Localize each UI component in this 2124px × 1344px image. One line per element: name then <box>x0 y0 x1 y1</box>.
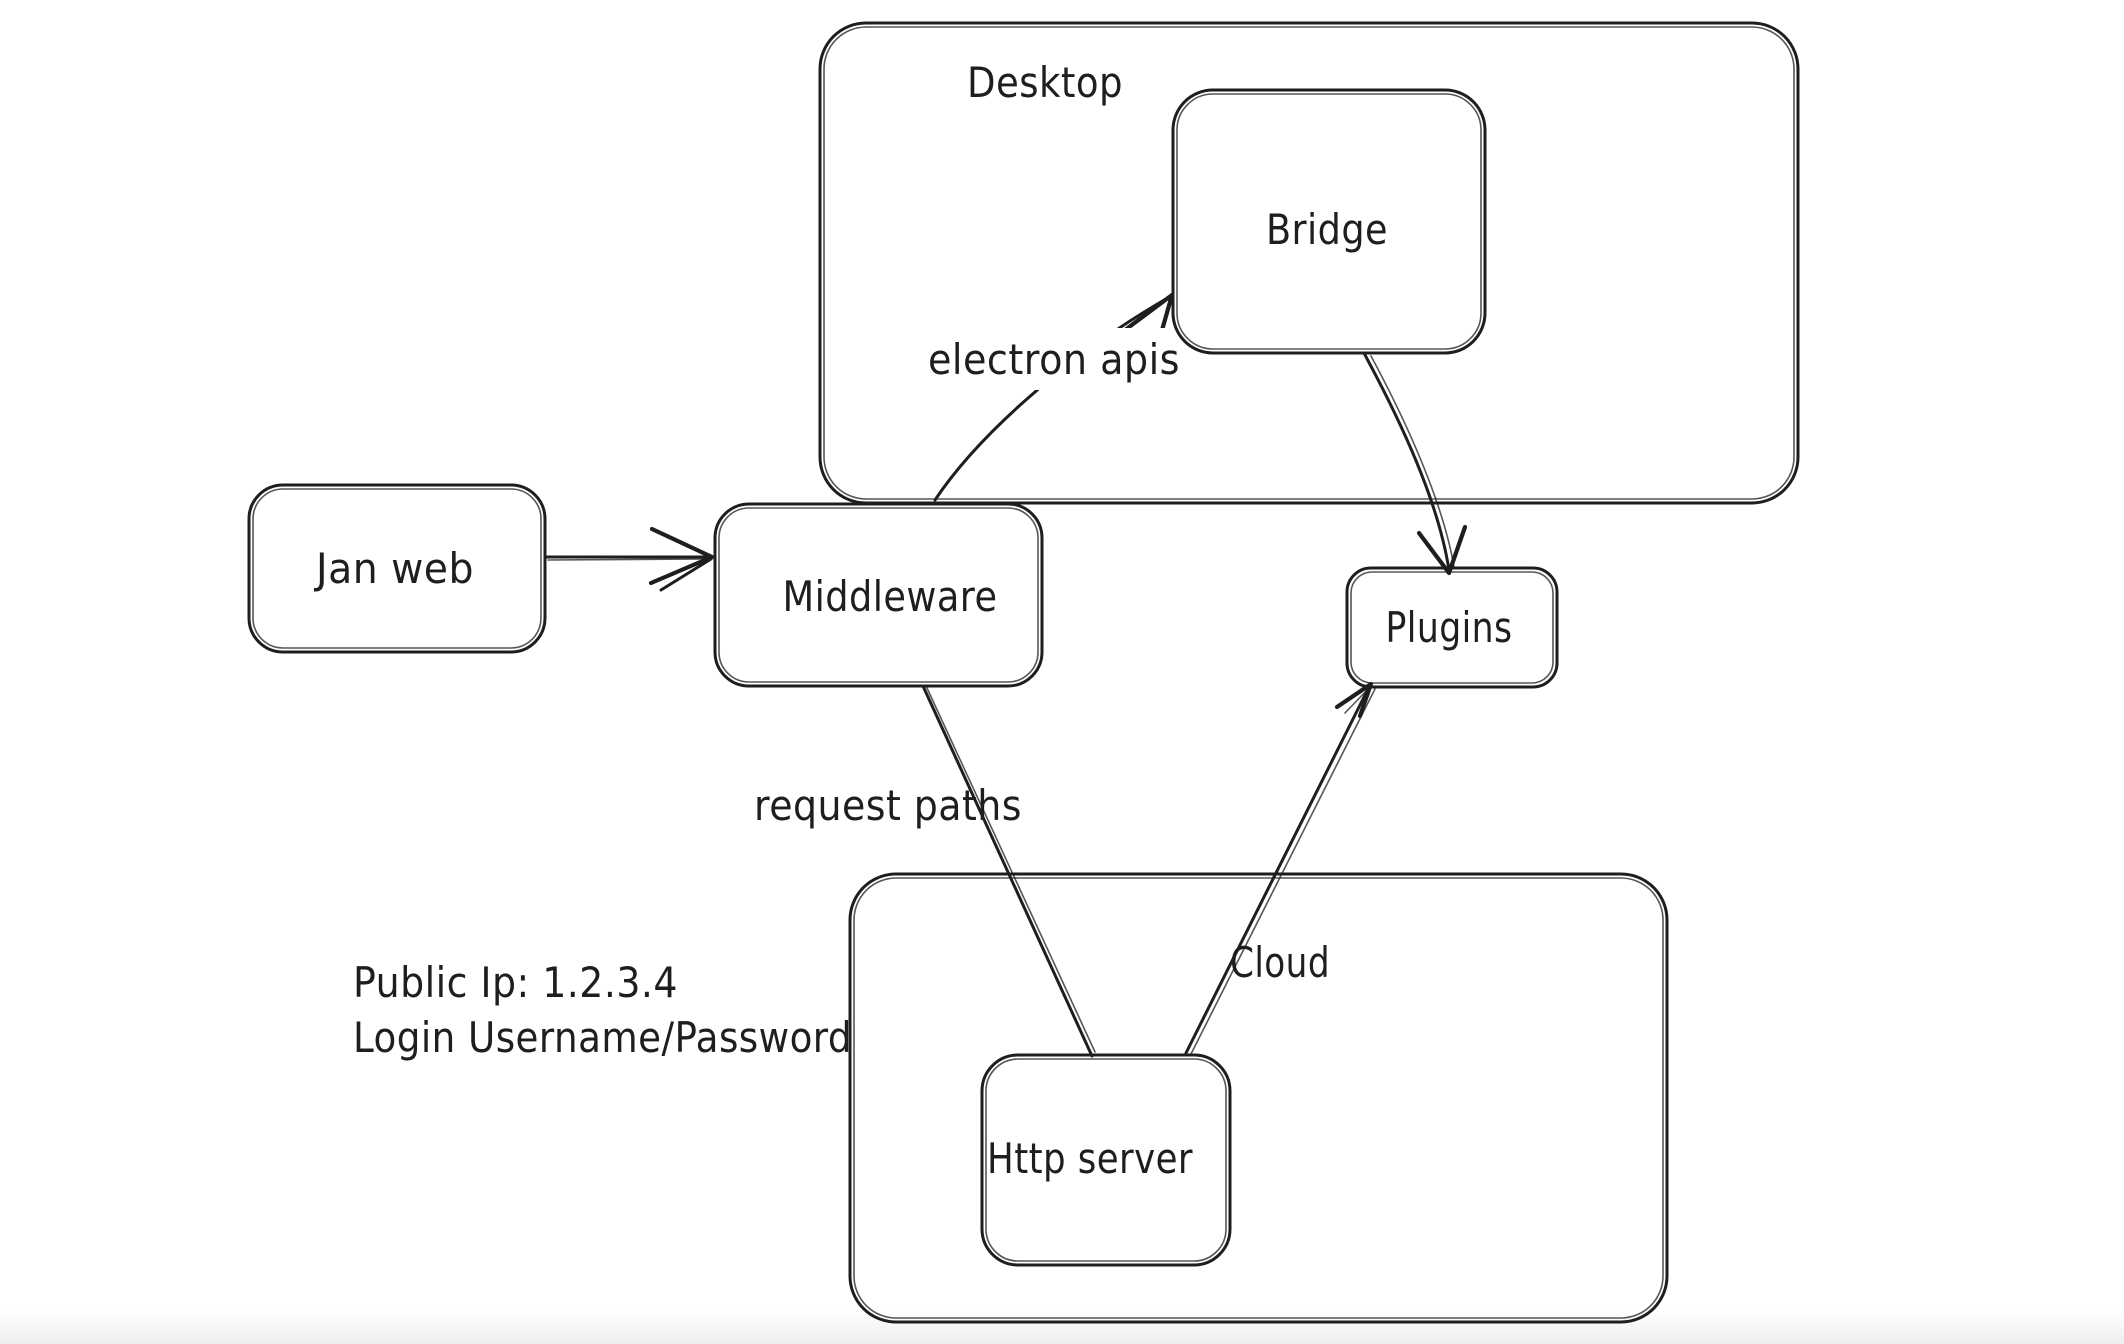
jan-web-label[interactable]: Jan web <box>313 544 474 593</box>
desktop-container-outline <box>818 21 1800 505</box>
edge-line <box>1363 353 1451 572</box>
middleware-node[interactable]: Middleware <box>713 502 1044 688</box>
middleware-outline-sketch <box>718 507 1039 683</box>
arrowhead <box>1334 681 1374 719</box>
arrow-middleware-to-bridge[interactable]: electron apis <box>916 292 1196 502</box>
arrow-httpserver-to-plugins[interactable] <box>1184 681 1376 1055</box>
edge-line-sketch <box>1190 688 1376 1055</box>
http-server-node[interactable]: Http server <box>980 1053 1232 1267</box>
edge-line-sketch <box>547 558 705 561</box>
request-paths-edge-label[interactable]: request paths <box>754 781 1022 830</box>
plugins-label[interactable]: Plugins <box>1386 603 1513 652</box>
public-ip-note[interactable]: Public Ip: 1.2.3.4 Login Username/Passwo… <box>353 958 852 1062</box>
cloud-label[interactable]: Cloud <box>1230 938 1330 987</box>
cloud-container-outline <box>848 872 1669 1324</box>
desktop-label[interactable]: Desktop <box>967 58 1123 107</box>
plugins-outline <box>1345 566 1559 689</box>
cloud-container-outline-sketch <box>853 877 1664 1319</box>
plugins-outline-sketch <box>1350 571 1554 684</box>
jan-web-outline <box>247 483 547 654</box>
middleware-label[interactable]: Middleware <box>783 572 998 621</box>
edge-line-sketch <box>926 687 1096 1053</box>
arrow-janweb-to-middleware[interactable] <box>543 526 715 592</box>
edge-line-sketch <box>1370 355 1455 568</box>
bridge-outline-sketch <box>1176 93 1482 350</box>
arrow-bridge-to-plugins[interactable] <box>1363 353 1468 576</box>
public-ip-note-line2[interactable]: Login Username/Password <box>353 1013 852 1062</box>
edge-label-mask <box>916 328 1196 390</box>
edge-line <box>933 294 1173 502</box>
http-server-label[interactable]: Http server <box>987 1134 1193 1183</box>
http-server-outline <box>980 1053 1232 1267</box>
cloud-container[interactable]: Cloud <box>848 872 1669 1324</box>
arrowhead-sketch <box>659 557 713 592</box>
bridge-label[interactable]: Bridge <box>1266 205 1388 254</box>
arrowhead-sketch <box>1344 686 1371 714</box>
line-middleware-to-httpserver[interactable]: request paths <box>754 684 1096 1058</box>
desktop-container[interactable]: Desktop <box>818 21 1800 505</box>
public-ip-note-line1[interactable]: Public Ip: 1.2.3.4 <box>353 958 678 1007</box>
bridge-node[interactable]: Bridge <box>1171 88 1487 355</box>
plugins-node[interactable]: Plugins <box>1345 566 1559 689</box>
bridge-outline <box>1171 88 1487 355</box>
edge-line <box>921 684 1094 1058</box>
electron-apis-edge-label[interactable]: electron apis <box>928 335 1180 384</box>
arrowhead <box>1416 524 1468 576</box>
http-server-outline-sketch <box>985 1058 1227 1262</box>
middleware-outline <box>713 502 1044 688</box>
arrowhead <box>648 526 715 586</box>
jan-web-outline-sketch <box>252 488 542 649</box>
desktop-container-outline-sketch <box>823 26 1795 500</box>
edge-line <box>1184 683 1372 1055</box>
jan-web-node[interactable]: Jan web <box>247 483 547 654</box>
